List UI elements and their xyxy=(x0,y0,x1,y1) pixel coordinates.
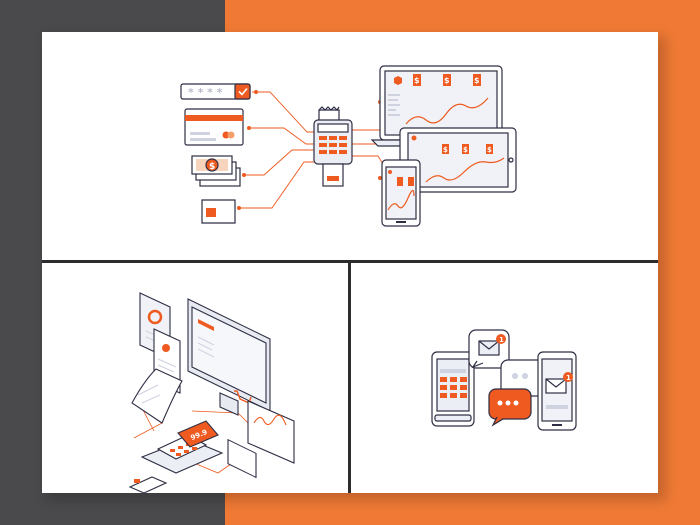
notifications-panel: 1 xyxy=(351,263,658,493)
laptop-dashboard: $ $ $ xyxy=(370,65,512,147)
password-field: * * * * xyxy=(180,83,251,100)
illustration-board: * * * * xyxy=(42,32,658,493)
dollar-symbol: $ xyxy=(463,146,468,154)
card-terminal: 99.9 xyxy=(140,420,224,474)
password-mask: * * * * xyxy=(188,86,223,99)
dollar-symbol: $ xyxy=(474,76,480,85)
pos-terminal xyxy=(313,106,353,187)
mail-icon xyxy=(478,340,500,350)
phone-dashboard xyxy=(381,159,421,227)
mail-icon xyxy=(545,378,567,388)
cart-icon xyxy=(234,390,252,404)
receipt-roll xyxy=(131,368,183,424)
mail-notification: 1 xyxy=(468,329,510,369)
payment-card xyxy=(128,476,168,493)
dollar-badges: $ $ $ xyxy=(413,74,481,86)
credit-card xyxy=(184,108,244,146)
badge-count: 1 xyxy=(566,374,571,382)
cash-stack: $ xyxy=(191,155,241,187)
dollar-symbol: $ xyxy=(443,146,448,154)
dollar-symbol: $ xyxy=(444,76,450,85)
dollar-symbol: $ xyxy=(487,146,492,154)
dollar-symbol: $ xyxy=(414,76,420,85)
sim-card xyxy=(201,199,236,224)
analytics-card xyxy=(247,400,295,464)
monitor-store xyxy=(187,298,271,479)
tablet-dashboard: $ $ $ xyxy=(399,127,517,193)
coin-icon xyxy=(205,158,219,172)
badge-count: 1 xyxy=(499,336,504,344)
chat-bubble-icon xyxy=(488,388,532,427)
phone-mail: 1 xyxy=(537,351,577,431)
checkout-flow-panel: 99.9 xyxy=(42,263,348,493)
payment-integration-panel: * * * * xyxy=(42,32,658,260)
coin-currency: $ xyxy=(209,162,215,172)
check-icon xyxy=(238,87,248,96)
phone-keypad xyxy=(431,351,475,427)
